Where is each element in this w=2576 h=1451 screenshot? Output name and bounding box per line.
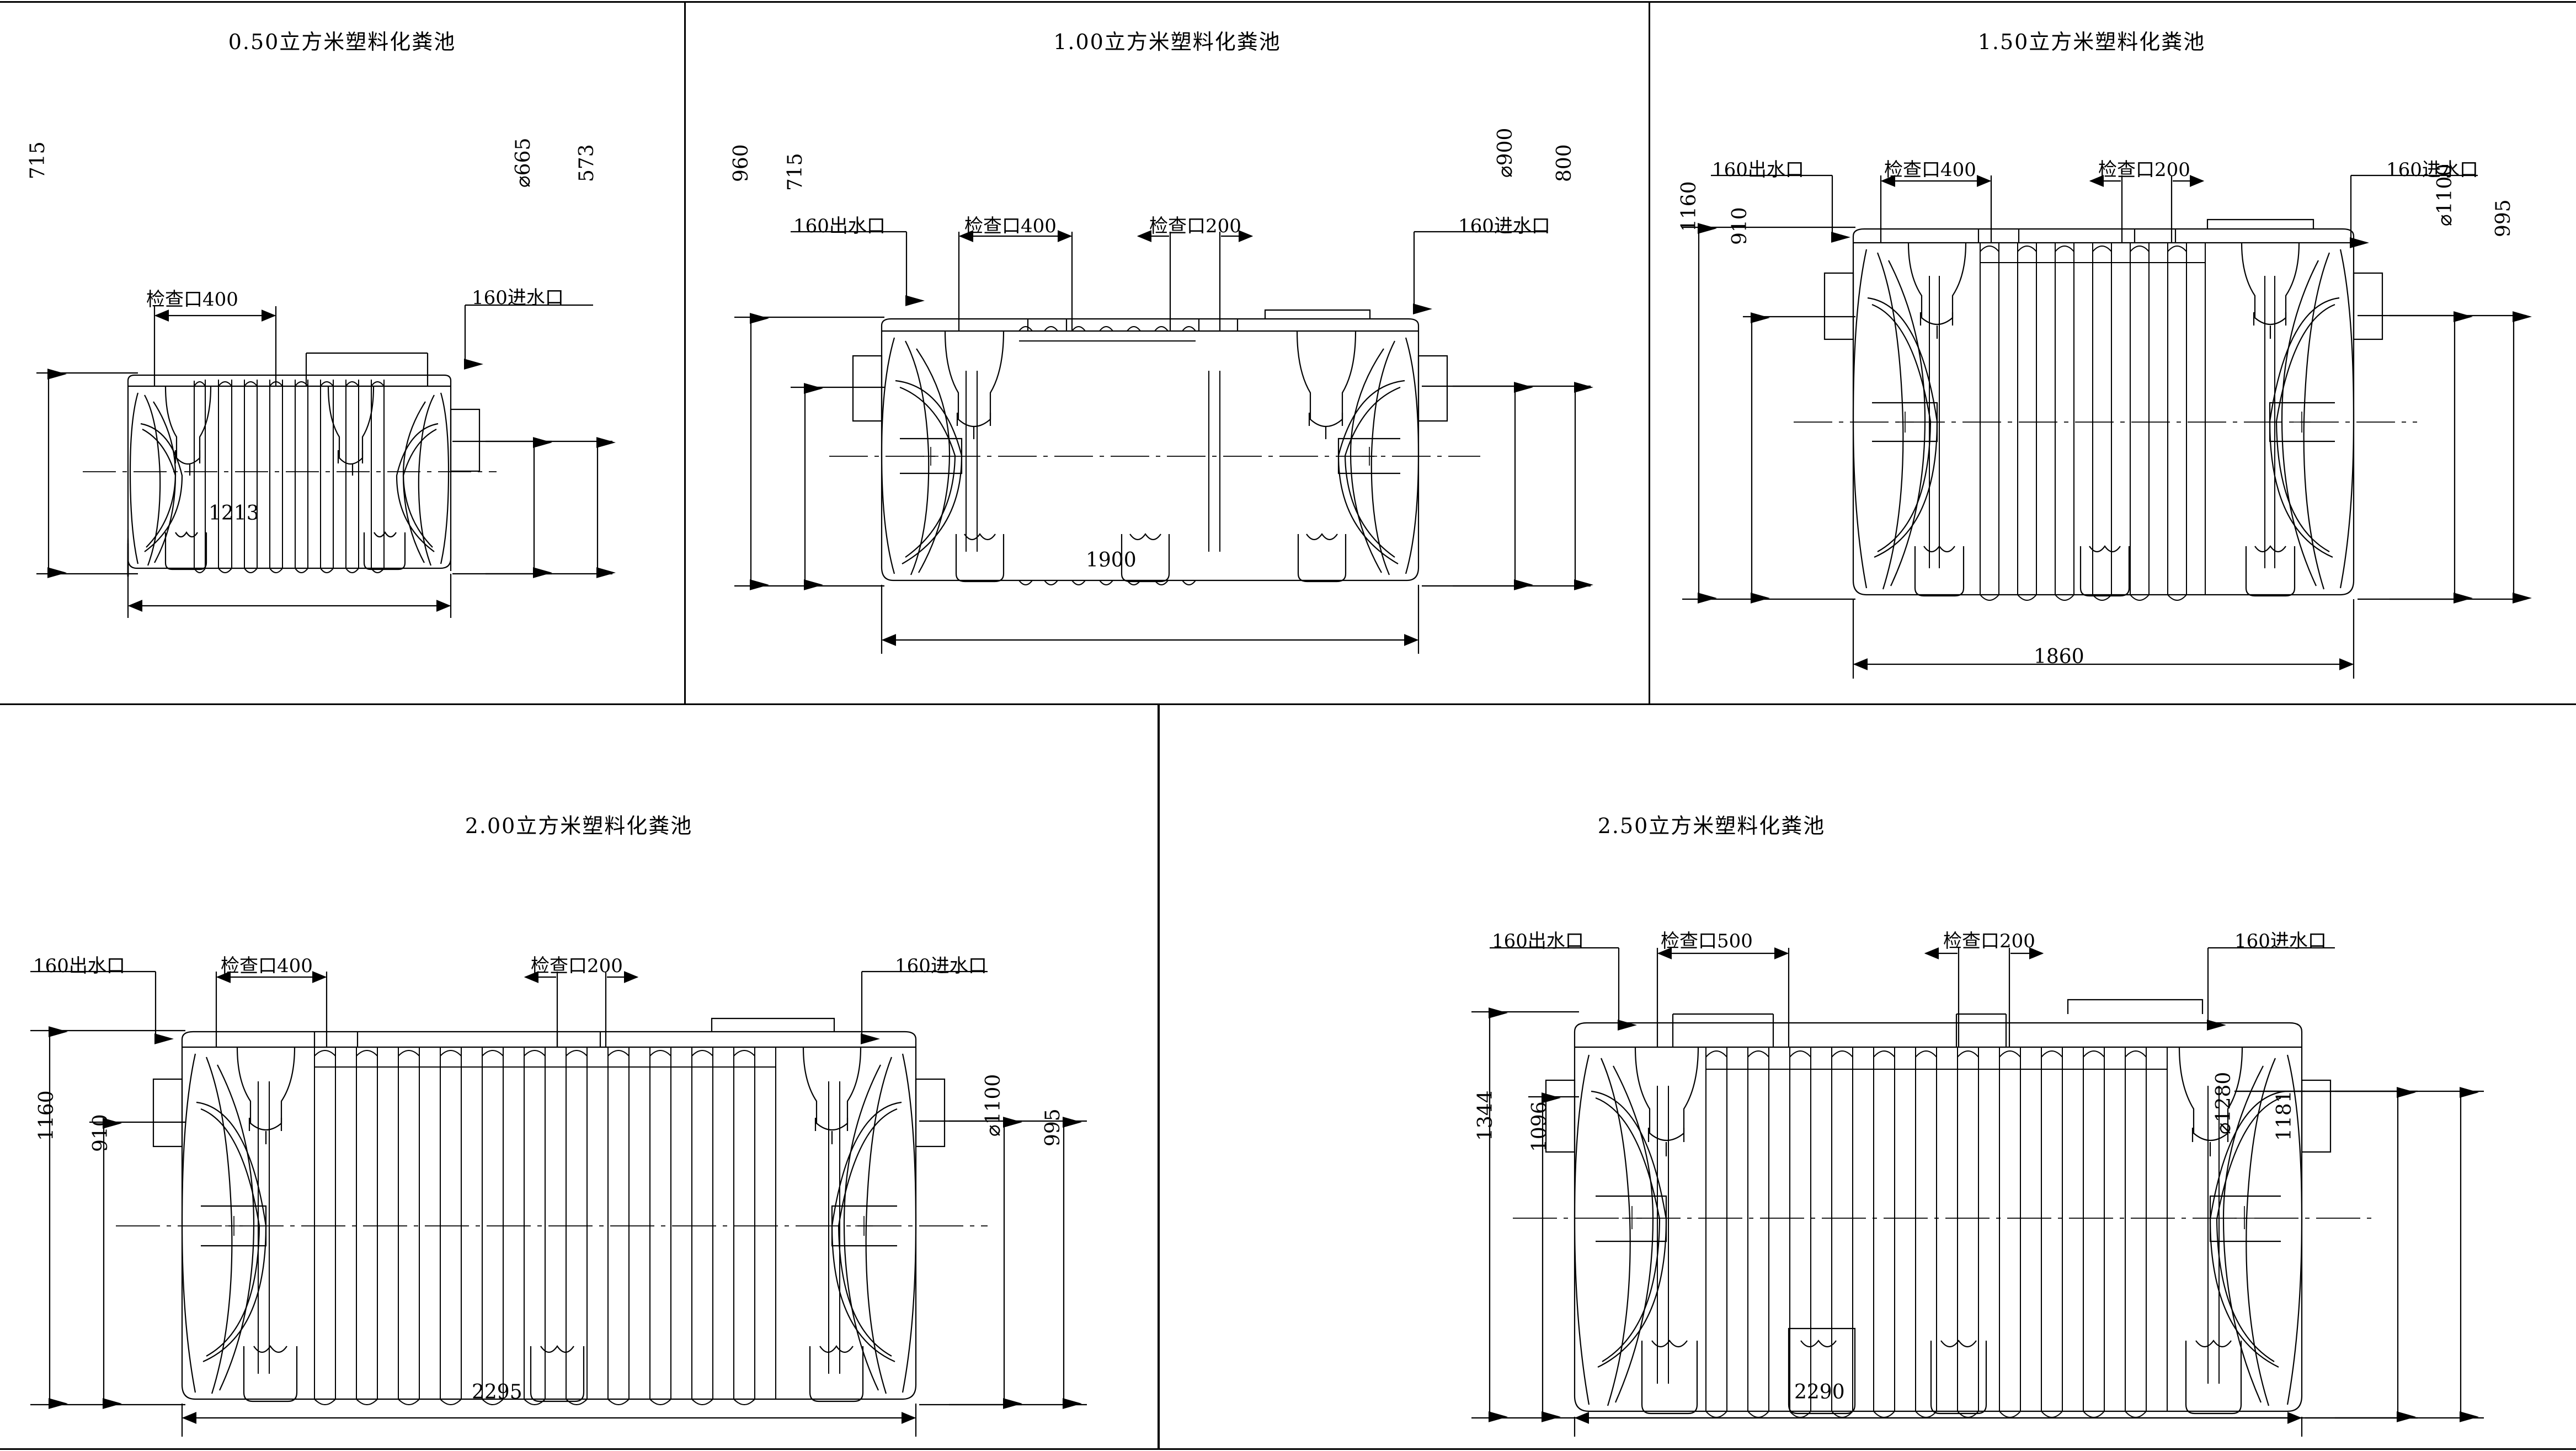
dim-overall-length: 1213 — [209, 502, 259, 525]
dim-overall-length: 2290 — [1794, 1381, 1845, 1404]
inlet-160-label: 160进水口 — [895, 955, 987, 977]
dim-overall-length: 2295 — [472, 1381, 522, 1404]
dim-overall-length: 1900 — [1086, 549, 1137, 572]
inlet-160-label: 160进水口 — [2234, 930, 2327, 952]
panel-2-50: 2.50立方米塑料化粪池 160出水口 检查口500 检查口200 160进水口… — [1160, 705, 2576, 1450]
frame-col-divider-1 — [684, 1, 686, 704]
panel-title: 0.50立方米塑料化粪池 — [228, 30, 456, 54]
panel-title: 1.50立方米塑料化粪池 — [1977, 30, 2206, 54]
panel-2-00: 2.00立方米塑料化粪池 160出水口 检查口400 检查口200 160进水口… — [0, 705, 1158, 1450]
outlet-160-label: 160出水口 — [1492, 930, 1584, 952]
outlet-160-label: 160出水口 — [33, 955, 125, 977]
inlet-160-label: 160进水口 — [1458, 215, 1550, 237]
frame-row-divider — [0, 703, 2576, 705]
panel-1-50: 1.50立方米塑料化粪池 160出水口 检查口400 检查口200 160进水口… — [1650, 0, 2576, 703]
panel-title: 1.00立方米塑料化粪池 — [1053, 30, 1281, 54]
panel-1-00: 1.00立方米塑料化粪池 160出水口 检查口400 检查口200 160进水口… — [686, 0, 1649, 703]
panel-4-linework — [30, 970, 1087, 1437]
frame-col-divider-2 — [1649, 1, 1650, 704]
panel-title: 2.00立方米塑料化粪池 — [465, 814, 693, 838]
panel-2-linework — [734, 230, 1593, 654]
outlet-160-label: 160出水口 — [793, 215, 886, 237]
panel-5-linework — [1471, 947, 2484, 1437]
inspection-port-400-label: 检查口400 — [146, 289, 238, 311]
panel-1-linework — [36, 304, 616, 618]
inspection-port-200-label: 检查口200 — [531, 955, 623, 977]
inspection-port-200-label: 检查口200 — [2098, 159, 2190, 181]
panel-0-50: 0.50立方米塑料化粪池 检查口400 160进水口 715 ⌀665 573 … — [0, 0, 684, 703]
outlet-160-label: 160出水口 — [1712, 159, 1804, 181]
panel-3-linework — [1682, 174, 2532, 679]
inlet-160-label: 160进水口 — [2386, 159, 2478, 181]
panel-title: 2.50立方米塑料化粪池 — [1597, 814, 1826, 838]
frame-bottom — [0, 1448, 2576, 1450]
frame-col-divider-3 — [1158, 705, 1160, 1449]
inspection-port-200-label: 检查口200 — [1149, 215, 1241, 237]
frame-top — [0, 1, 2576, 3]
